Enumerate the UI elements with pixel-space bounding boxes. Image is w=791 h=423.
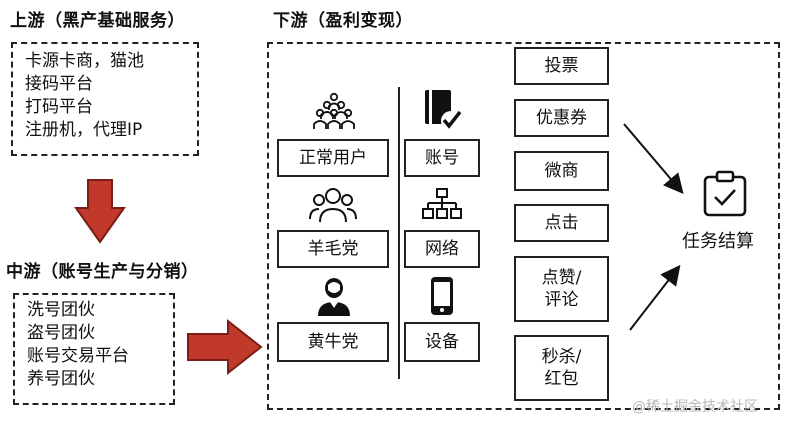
clipboard-check-icon [703,170,747,217]
action-flash-sale-redpacket: 秒杀/红包 [514,335,609,401]
upstream-title: 上游（黑产基础服务） [10,11,185,31]
actor-scalper: 黄牛党 [277,322,389,362]
action-like-comment: 点赞/评论 [514,256,609,322]
watermark: @稀土掘金技术社区 [632,399,758,415]
downstream-title: 下游（盈利变现） [273,11,413,31]
action-vote: 投票 [514,47,609,85]
midstream-title: 中游（账号生产与分销） [6,262,199,282]
phone-icon [431,277,453,315]
actor-normal-user: 正常用户 [277,139,389,177]
midstream-item: 盗号团伙 [27,323,95,343]
downstream-box [267,42,780,410]
task-settlement-label: 任务结算 [682,231,754,252]
down-arrow [74,179,126,244]
upstream-box: 卡源卡商，猫池 接码平台 打码平台 注册机，代理IP [11,42,199,156]
column-divider [398,87,400,379]
crowd-icon [313,92,355,129]
account-book-icon [425,90,462,131]
upstream-item: 打码平台 [25,97,93,117]
settlement-arrows [623,123,684,331]
midstream-item: 账号交易平台 [27,346,129,366]
upstream-list: 卡源卡商，猫池 接码平台 打码平台 注册机，代理IP [25,50,144,142]
midstream-list: 洗号团伙 盗号团伙 账号交易平台 养号团伙 [27,299,129,391]
actor-wool-party: 羊毛党 [277,230,389,268]
upstream-item: 注册机，代理IP [25,120,143,140]
action-coupon: 优惠券 [514,99,609,137]
person-icon [318,278,350,316]
action-wechat-business: 微商 [514,151,609,191]
resource-account: 账号 [404,139,480,177]
upstream-item: 接码平台 [25,74,93,94]
group-icon [309,188,357,223]
midstream-box: 洗号团伙 盗号团伙 账号交易平台 养号团伙 [13,293,175,405]
midstream-item: 洗号团伙 [27,300,95,320]
network-icon [422,188,462,219]
resource-network: 网络 [404,230,480,268]
action-click: 点击 [514,204,609,242]
right-arrow [187,318,263,376]
resource-device: 设备 [404,322,480,362]
upstream-item: 卡源卡商，猫池 [25,51,144,71]
midstream-item: 养号团伙 [27,369,95,389]
